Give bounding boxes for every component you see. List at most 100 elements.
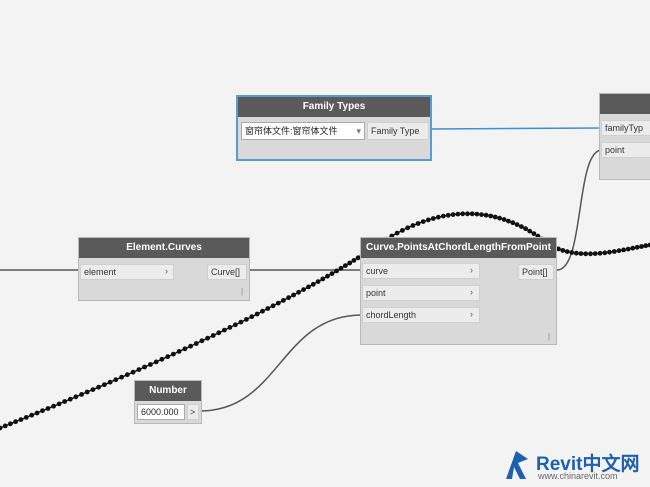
output-port-family-type[interactable]: Family Type — [367, 122, 429, 140]
preview-point — [107, 379, 113, 385]
preview-point — [165, 354, 171, 360]
preview-point — [415, 221, 421, 226]
preview-point — [469, 211, 475, 217]
preview-point — [182, 346, 188, 352]
preview-point — [479, 212, 484, 218]
preview-point — [73, 394, 79, 400]
wire-familytype-to-partial-node — [429, 127, 603, 130]
preview-point — [306, 284, 311, 290]
preview-point — [0, 425, 3, 431]
preview-point — [578, 251, 584, 256]
revit-logo: Revit中文网 www.chinarevit.com — [502, 449, 642, 483]
preview-point — [564, 249, 570, 255]
preview-point — [625, 246, 631, 252]
preview-point — [56, 401, 62, 407]
preview-point — [244, 317, 249, 322]
input-port-point[interactable]: point › — [362, 285, 480, 301]
input-port-chordlength[interactable]: chordLength › — [362, 307, 480, 323]
preview-point — [647, 242, 650, 248]
preview-point — [281, 298, 286, 303]
preview-point — [222, 327, 227, 333]
element-curves-node[interactable]: Element.Curves element › Curve[] | — [78, 237, 250, 301]
preview-point — [455, 211, 461, 217]
preview-point — [210, 333, 216, 338]
output-port-points[interactable]: Point[] — [518, 264, 554, 280]
node-title: Curve.PointsAtChordLengthFromPoint — [361, 238, 556, 258]
points-at-chord-length-node[interactable]: Curve.PointsAtChordLengthFromPoint curve… — [360, 237, 557, 345]
preview-point — [18, 417, 24, 422]
preview-point — [45, 406, 51, 411]
input-port-curve[interactable]: curve › — [362, 263, 480, 279]
preview-point — [630, 245, 636, 251]
number-input[interactable]: 6000.000 — [137, 404, 185, 420]
preview-point — [329, 271, 335, 276]
family-type-dropdown[interactable]: 窗帘体文件:窗帘体文件 ▾ — [241, 122, 365, 140]
preview-point — [90, 387, 96, 392]
preview-point — [394, 230, 400, 236]
preview-point — [430, 216, 436, 221]
input-port-element[interactable]: element › — [80, 264, 174, 280]
preview-point — [343, 263, 348, 268]
preview-point — [84, 389, 90, 395]
preview-point — [347, 260, 353, 266]
chevron-right-icon: › — [470, 287, 473, 297]
preview-point — [639, 244, 644, 249]
input-port-familytype[interactable]: familyTyp — [601, 120, 650, 136]
preview-point — [176, 349, 182, 354]
preview-point — [435, 214, 441, 220]
preview-point — [275, 300, 281, 306]
node-title — [600, 94, 650, 114]
preview-point — [142, 364, 148, 370]
preview-point — [320, 276, 326, 282]
preview-point — [560, 248, 566, 253]
input-port-point[interactable]: point — [601, 142, 650, 158]
preview-point — [67, 396, 73, 402]
node-title: Family Types — [238, 97, 430, 117]
preview-point — [29, 412, 35, 418]
preview-point — [96, 384, 101, 390]
number-node[interactable]: Number 6000.000 > — [134, 380, 202, 424]
preview-point — [506, 218, 511, 224]
port-label: curve — [366, 266, 389, 276]
preview-point — [260, 308, 265, 314]
preview-point — [2, 423, 8, 429]
output-port-curves[interactable]: Curve[] — [207, 264, 247, 280]
output-port-number[interactable]: > — [187, 404, 199, 420]
preview-point — [602, 250, 608, 256]
preview-point — [574, 250, 579, 256]
preview-point — [445, 212, 451, 218]
lacing-indicator[interactable]: | — [548, 332, 551, 341]
preview-point — [569, 250, 575, 255]
preview-point — [13, 419, 18, 425]
preview-point — [325, 273, 330, 279]
preview-point — [62, 399, 68, 404]
preview-point — [440, 213, 446, 219]
preview-point — [315, 279, 321, 284]
family-types-node[interactable]: Family Types 窗帘体文件:窗帘体文件 ▾ Family Type — [236, 95, 432, 161]
preview-point — [188, 343, 194, 349]
node-title: Number — [135, 381, 201, 401]
lacing-indicator[interactable]: | — [241, 287, 244, 296]
preview-point — [611, 249, 617, 254]
preview-point — [199, 338, 205, 344]
preview-point — [265, 306, 271, 311]
preview-point — [405, 225, 411, 231]
preview-point — [621, 247, 626, 253]
preview-point — [597, 250, 603, 256]
chevron-right-icon: › — [470, 309, 473, 319]
preview-point — [514, 222, 520, 228]
preview-point — [136, 367, 142, 372]
wire-number-to-chordlength — [199, 314, 363, 412]
preview-point — [616, 248, 622, 254]
partial-node[interactable]: familyTyp point — [599, 93, 650, 180]
preview-point — [634, 244, 640, 250]
preview-point — [102, 382, 107, 388]
preview-point — [519, 224, 524, 230]
preview-point — [643, 243, 649, 249]
preview-point — [501, 217, 507, 222]
preview-point — [79, 392, 84, 397]
preview-point — [291, 292, 296, 298]
preview-point — [40, 408, 45, 414]
preview-point — [400, 228, 405, 233]
preview-point — [483, 212, 489, 218]
